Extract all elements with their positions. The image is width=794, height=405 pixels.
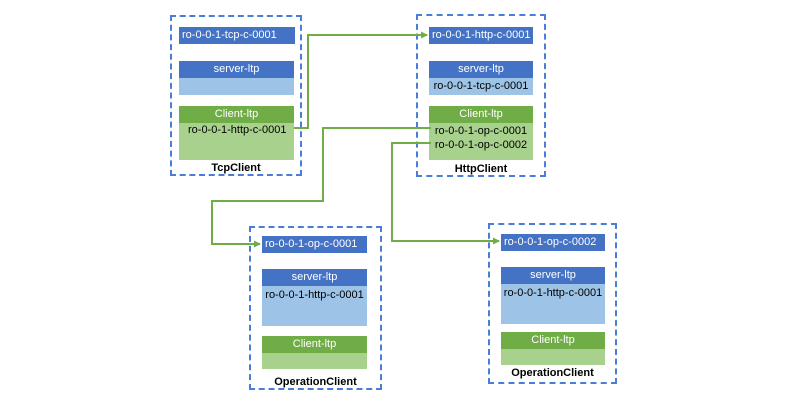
op1-server-ltp-entry: ro-0-0-1-http-c-0001 [265,289,364,301]
http-server-ltp-entry: ro-0-0-1-tcp-c-0001 [433,80,529,92]
operation-client-1-caption: OperationClient [274,376,357,388]
operation-client-1-id: ro-0-0-1-op-c-0001 [262,236,367,253]
connector-tcp-to-http [294,31,428,129]
operation-client-2-caption: OperationClient [511,367,594,379]
tcp-client-ltp-body: ro-0-0-1-http-c-0001 [179,123,294,160]
op2-server-ltp-header: server-ltp [501,267,605,284]
tcp-client-caption: TcpClient [211,162,261,174]
connector-http-to-operation-client-2 [391,142,500,245]
http-client-ltp-header: Client-ltp [429,106,533,123]
op2-client-ltp-header: Client-ltp [501,332,605,349]
op2-server-ltp-body: ro-0-0-1-http-c-0001 [501,284,605,324]
http-server-ltp-header: server-ltp [429,61,533,78]
http-client-box [416,14,546,177]
http-client-ltp-entry-2: ro-0-0-1-op-c-0002 [434,139,528,151]
http-server-ltp-body: ro-0-0-1-tcp-c-0001 [429,78,533,95]
tcp-server-ltp-header: server-ltp [179,61,294,78]
tcp-client-box [170,15,302,176]
tcp-client-ltp-entry: ro-0-0-1-http-c-0001 [188,124,287,136]
tcp-server-ltp-body [179,78,294,95]
operation-client-2-box [488,223,617,384]
op1-client-ltp-header: Client-ltp [262,336,367,353]
operation-client-1-box [249,226,382,390]
op2-server-ltp-entry: ro-0-0-1-http-c-0001 [503,287,603,299]
op1-server-ltp-header: server-ltp [262,269,367,286]
op2-client-ltp-body [501,349,605,365]
connector-http-to-operation-client-1 [211,127,431,248]
operation-client-2-id: ro-0-0-1-op-c-0002 [501,234,605,251]
op1-client-ltp-body [262,353,367,369]
op1-server-ltp-body: ro-0-0-1-http-c-0001 [262,286,367,326]
tcp-client-id: ro-0-0-1-tcp-c-0001 [179,27,295,44]
http-client-caption: HttpClient [454,163,508,175]
http-client-ltp-body: ro-0-0-1-op-c-0001 ro-0-0-1-op-c-0002 [429,123,533,160]
tcp-client-ltp-header: Client-ltp [179,106,294,123]
http-client-ltp-entry-1: ro-0-0-1-op-c-0001 [434,125,528,137]
http-client-id: ro-0-0-1-http-c-0001 [429,27,533,44]
